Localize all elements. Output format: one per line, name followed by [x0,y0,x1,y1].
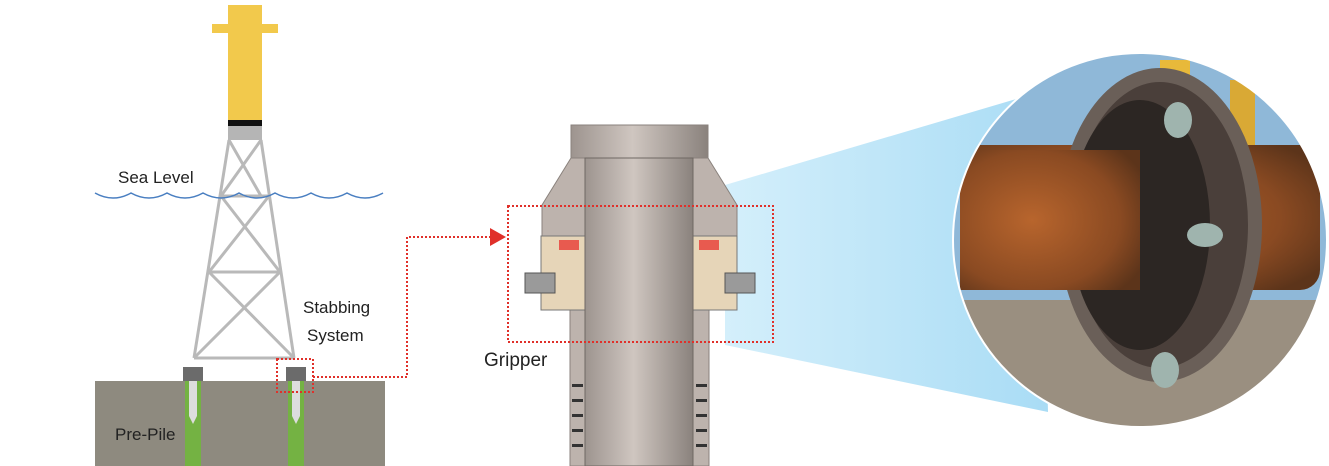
pile [584,157,694,466]
stabbing-label-line1: Stabbing [303,298,371,317]
sleeve-slots [572,384,707,447]
sea-level-label: Sea Level [118,168,194,187]
stabbing-system-section [507,124,774,466]
photo-frame [952,52,1328,428]
pre-pile-right [286,367,306,466]
stabbing-label-line2: System [307,326,364,345]
housing-top-cap [570,124,709,159]
guide-sleeve-right [692,289,710,466]
transition-piece-flange [212,24,278,33]
transition-piece-mast [228,5,262,122]
pre-pile-left [183,367,203,466]
jacket-bracing [192,139,296,360]
guide-sleeve-left [569,289,587,466]
sea-level-waves [94,192,384,199]
gripper-highlight-box [507,205,774,343]
pre-pile-label: Pre-Pile [115,425,176,444]
arrow-head [490,228,506,246]
jacket-top-node [228,126,262,140]
transition-piece-band [228,120,262,126]
jacket-structure [192,5,296,360]
gripper-label: Gripper [484,350,548,371]
gripper-right [692,235,756,311]
highlight-connector [276,236,492,393]
seabed [95,381,385,466]
gripper-left [524,235,586,311]
